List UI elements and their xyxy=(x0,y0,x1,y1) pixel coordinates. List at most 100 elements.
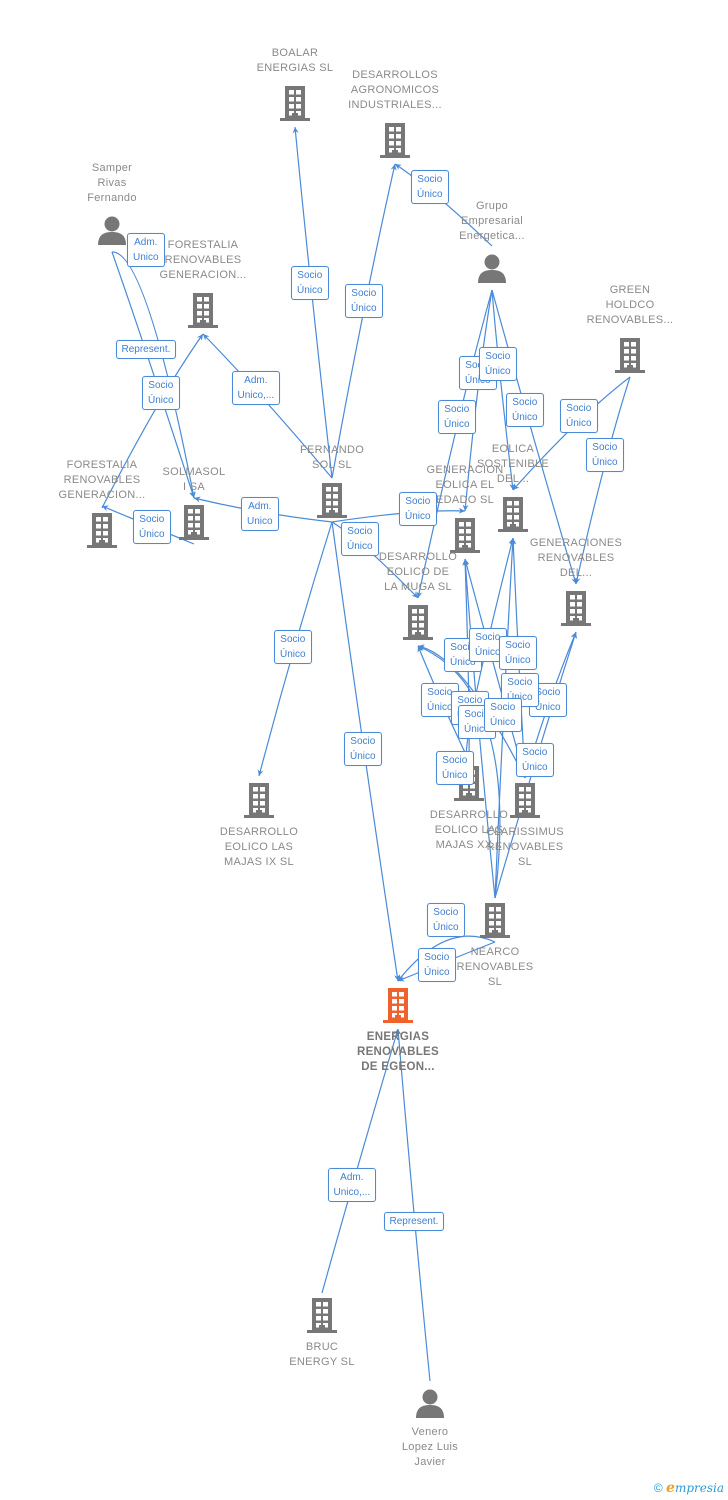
node-label[interactable]: GENERACION EOLICA EL EDADO SL xyxy=(426,464,504,506)
edge-nearco-to-egeon xyxy=(397,935,496,982)
building-icon[interactable] xyxy=(378,121,412,159)
node-label[interactable]: DESARROLLO EOLICO LAS MAJAS IX SL xyxy=(219,826,299,868)
node-forestalia-top[interactable]: FORESTALIA RENOVABLES GENERACION... xyxy=(138,238,268,329)
node-label[interactable]: FORESTALIA RENOVABLES GENERACION... xyxy=(58,459,146,501)
edge-venero-to-egeon xyxy=(397,1028,431,1382)
node-label[interactable]: ENERGIAS RENOVABLES DE EGEON... xyxy=(356,1031,440,1073)
edge-label[interactable]: Socio Único xyxy=(479,347,517,381)
node-majas-ix[interactable]: DESARROLLO EOLICO LAS MAJAS IX SL xyxy=(194,781,324,870)
building-icon[interactable] xyxy=(508,781,542,819)
node-forestalia-bottom[interactable]: FORESTALIA RENOVABLES GENERACION... xyxy=(37,458,167,549)
edge-label[interactable]: Represent. xyxy=(383,1211,445,1231)
node-grupo[interactable]: Grupo Empresarial Energetica... xyxy=(427,199,557,284)
arrowhead-icon xyxy=(102,505,109,512)
building-icon[interactable] xyxy=(85,511,119,549)
node-label[interactable]: FORESTALIA RENOVABLES GENERACION... xyxy=(159,239,247,281)
building-icon[interactable] xyxy=(315,481,349,519)
copyright-icon: © xyxy=(653,1481,663,1495)
edge-label[interactable]: Socio Único xyxy=(560,399,598,433)
edge-fernando_sol-to-desarrollos_agro xyxy=(331,163,396,479)
node-label[interactable]: SOLMASOL I SA xyxy=(162,466,226,493)
node-label[interactable]: FERNANDO SOL SL xyxy=(299,444,365,471)
node-generacion-eolica[interactable]: GENERACION EOLICA EL EDADO SL xyxy=(400,463,530,554)
node-samper[interactable]: Samper Rivas Fernando xyxy=(47,161,177,246)
edge-label[interactable]: Socio Único xyxy=(506,393,544,427)
building-icon[interactable] xyxy=(177,503,211,541)
node-label[interactable]: Grupo Empresarial Energetica... xyxy=(459,200,525,242)
node-label[interactable]: Venero Lopez Luis Javier xyxy=(401,1426,459,1468)
edge-label[interactable]: Represent. xyxy=(115,339,177,359)
edge-label[interactable]: Socio Único xyxy=(427,903,465,937)
edge-label[interactable]: Socio Único xyxy=(436,751,474,785)
edge-label[interactable]: Socio Único xyxy=(133,510,171,544)
arrowhead-icon xyxy=(417,646,424,653)
edge-label[interactable]: Socio Único xyxy=(499,636,537,670)
node-label[interactable]: DESARROLLOS AGRONOMICOS INDUSTRIALES... xyxy=(348,69,442,111)
edge-label[interactable]: Adm. Unico xyxy=(241,497,279,531)
node-generaciones-renovables[interactable]: GENERACIONES RENOVABLES DEL... xyxy=(511,536,641,627)
edge-label[interactable]: Socio Único xyxy=(411,170,449,204)
edge-label[interactable]: Adm. Unico,... xyxy=(327,1168,377,1202)
arrowhead-icon xyxy=(509,538,516,545)
building-icon[interactable] xyxy=(448,516,482,554)
arrowhead-icon xyxy=(390,164,397,171)
building-icon[interactable] xyxy=(278,84,312,122)
node-bruc[interactable]: BRUC ENERGY SL xyxy=(257,1296,387,1370)
building-icon[interactable] xyxy=(305,1296,339,1334)
edge-label[interactable]: Socio Único xyxy=(274,630,312,664)
edge-label[interactable]: Socio Único xyxy=(291,266,329,300)
node-solmasol[interactable]: SOLMASOL I SA xyxy=(129,465,259,541)
person-icon[interactable] xyxy=(476,252,508,284)
edge-label[interactable]: Adm. Unico,... xyxy=(231,371,281,405)
node-fernando-sol[interactable]: FERNANDO SOL SL xyxy=(267,443,397,519)
node-eolica-sostenible[interactable]: EOLICA SOSTENIBLE DEL... xyxy=(448,442,578,533)
edge-label[interactable]: Socio Único xyxy=(418,948,456,982)
node-green-holdco[interactable]: GREEN HOLDCO RENOVABLES... xyxy=(565,283,695,374)
building-icon[interactable] xyxy=(381,986,415,1024)
node-venero[interactable]: Venero Lopez Luis Javier xyxy=(365,1387,495,1470)
node-egeon[interactable]: ENERGIAS RENOVABLES DE EGEON... xyxy=(333,986,463,1075)
arrowhead-icon xyxy=(462,559,469,566)
building-icon[interactable] xyxy=(496,495,530,533)
node-label[interactable]: GREEN HOLDCO RENOVABLES... xyxy=(586,284,674,326)
person-icon[interactable] xyxy=(96,214,128,246)
node-nearco[interactable]: NEARCO RENOVABLES SL xyxy=(430,901,560,990)
building-icon[interactable] xyxy=(559,589,593,627)
arrowhead-icon xyxy=(571,632,577,639)
edge-label[interactable]: Socio Único xyxy=(399,492,437,526)
edge-label[interactable]: Socio Único xyxy=(438,400,476,434)
edge-majas_xx-to-generacion_eolica xyxy=(464,558,470,762)
node-boalar[interactable]: BOALAR ENERGIAS SL xyxy=(230,46,360,122)
edge-label[interactable]: Socio Único xyxy=(586,438,624,472)
building-icon[interactable] xyxy=(186,291,220,329)
edge-label[interactable]: Socio Único xyxy=(421,683,459,717)
node-label[interactable]: Samper Rivas Fernando xyxy=(87,162,137,204)
node-label[interactable]: DESARROLLO EOLICO DE LA MUGA SL xyxy=(378,551,458,593)
edge-label[interactable]: Socio Único xyxy=(345,284,383,318)
node-label[interactable]: NEARCO RENOVABLES SL xyxy=(456,946,534,988)
edge-label[interactable]: Adm. Unico xyxy=(127,233,165,267)
edge-label[interactable]: Socio Único xyxy=(344,732,382,766)
node-desarrollos-agro[interactable]: DESARROLLOS AGRONOMICOS INDUSTRIALES... xyxy=(330,68,460,159)
person-icon[interactable] xyxy=(414,1387,446,1419)
edge-label[interactable]: Socio Único xyxy=(484,698,522,732)
building-icon[interactable] xyxy=(242,781,276,819)
node-majas-xx[interactable]: DESARROLLO EOLICO LAS MAJAS XX... xyxy=(404,764,534,853)
building-icon[interactable] xyxy=(401,603,435,641)
node-label[interactable]: CLARISSIMUS RENOVABLES SL xyxy=(486,826,564,868)
edge-label[interactable]: Socio Único xyxy=(142,376,180,410)
node-label[interactable]: BOALAR ENERGIAS SL xyxy=(256,47,334,74)
building-icon[interactable] xyxy=(613,336,647,374)
arrowhead-icon xyxy=(416,591,423,598)
building-icon[interactable] xyxy=(478,901,512,939)
node-clarissimus[interactable]: CLARISSIMUS RENOVABLES SL xyxy=(460,781,590,870)
edge-label[interactable]: Socio Único xyxy=(341,522,379,556)
node-desarrollo-muga[interactable]: DESARROLLO EOLICO DE LA MUGA SL xyxy=(353,550,483,641)
node-label[interactable]: EOLICA SOSTENIBLE DEL... xyxy=(476,443,550,485)
node-label[interactable]: DESARROLLO EOLICO LAS MAJAS XX... xyxy=(429,809,509,851)
edge-label[interactable]: Socio Único xyxy=(516,743,554,777)
empresia-credit[interactable]: © empresia xyxy=(654,1480,724,1496)
arrowhead-icon xyxy=(395,164,402,171)
node-label[interactable]: BRUC ENERGY SL xyxy=(289,1341,355,1368)
node-label[interactable]: GENERACIONES RENOVABLES DEL... xyxy=(529,537,623,579)
